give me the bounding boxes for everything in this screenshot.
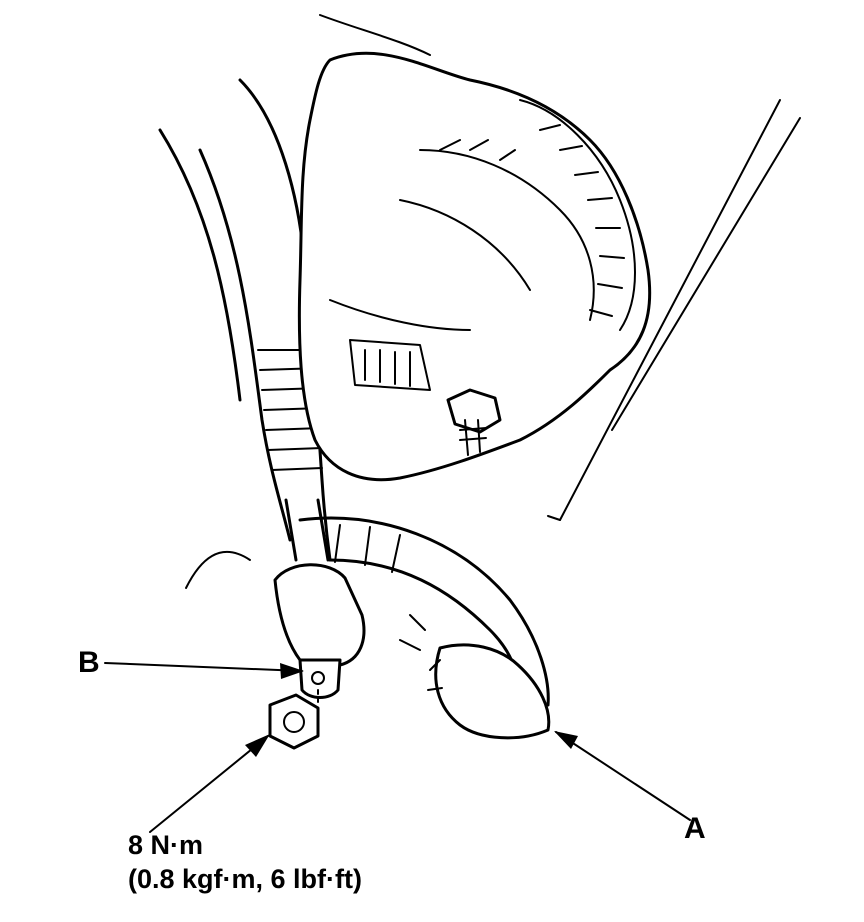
ground-terminal — [185, 498, 366, 750]
torque-conversion: (0.8 kgf·m, 6 lbf·ft) — [128, 864, 362, 894]
frame-lines — [319, 14, 801, 521]
callout-b: B — [78, 646, 100, 679]
harness-wire — [298, 516, 551, 740]
leader-arrows — [104, 662, 691, 833]
callout-a: A — [684, 812, 706, 845]
torque-spec: 8 N·m (0.8 kgf·m, 6 lbf·ft) — [128, 828, 362, 896]
alternator — [297, 51, 652, 482]
torque-value: 8 N·m — [128, 830, 204, 860]
